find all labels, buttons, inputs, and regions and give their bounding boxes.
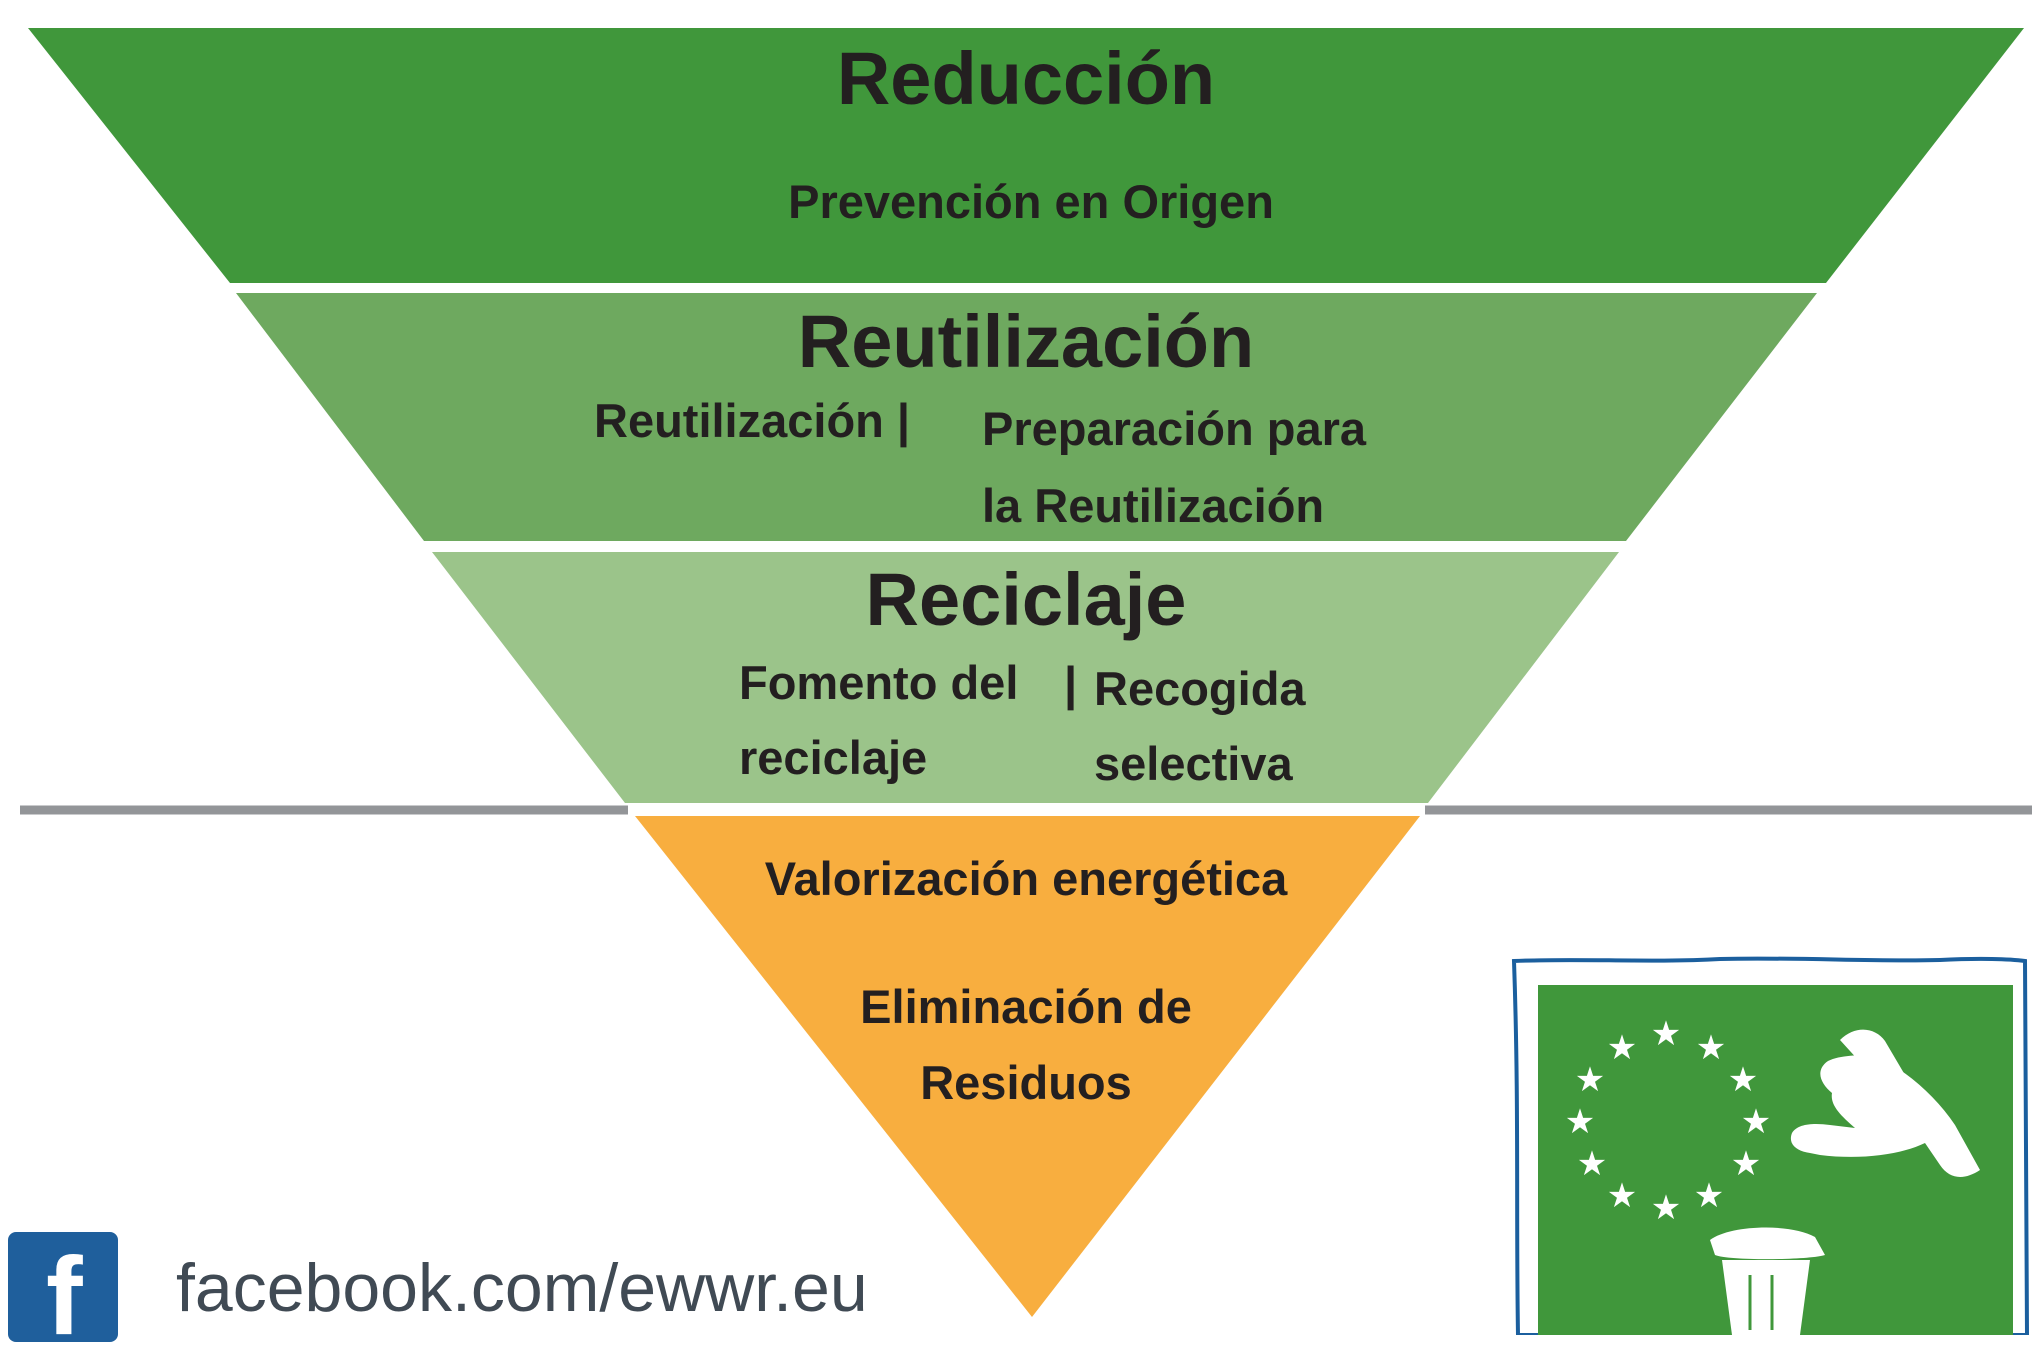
svg-text:★: ★ bbox=[1731, 1144, 1761, 1184]
tier-text-reutilizacion-right-1: Preparación para bbox=[982, 402, 1367, 455]
tier-valorizacion-band bbox=[635, 816, 1420, 1317]
svg-text:★: ★ bbox=[1607, 1028, 1637, 1068]
tier-title-reutilizacion: Reutilización bbox=[797, 300, 1255, 383]
bin bbox=[1710, 1227, 1825, 1335]
tier-text-eliminacion-1: Eliminación de bbox=[860, 980, 1192, 1033]
tier-reciclaje-band bbox=[432, 552, 1619, 803]
tier-text-reciclaje-right-1: Recogida bbox=[1094, 662, 1306, 715]
tier-text-reciclaje-left-1: Fomento del bbox=[739, 656, 1019, 709]
svg-text:★: ★ bbox=[1651, 1188, 1681, 1228]
tier-reduccion-band bbox=[28, 28, 2024, 283]
tier-text-reciclaje-left-2: reciclaje bbox=[739, 731, 928, 784]
facebook-url[interactable]: facebook.com/ewwr.eu bbox=[176, 1250, 868, 1326]
facebook-icon[interactable]: f bbox=[8, 1232, 118, 1352]
svg-text:★: ★ bbox=[1651, 1014, 1681, 1054]
svg-text:★: ★ bbox=[1728, 1060, 1758, 1100]
hand bbox=[1790, 1055, 1980, 1177]
hand-finger bbox=[1840, 1029, 1905, 1082]
tier-title-reciclaje: Reciclaje bbox=[865, 558, 1187, 641]
tier-reutilizacion-band bbox=[236, 293, 1817, 541]
tier-text-eliminacion-2: Residuos bbox=[920, 1056, 1132, 1109]
svg-text:★: ★ bbox=[1741, 1102, 1771, 1142]
tier-text-reciclaje-separator: | bbox=[1064, 657, 1078, 710]
svg-text:★: ★ bbox=[1577, 1144, 1607, 1184]
tier-text-reutilizacion-left: Reutilización | bbox=[594, 394, 911, 447]
tier-text-reutilizacion-right-2: la Reutilización bbox=[982, 479, 1325, 532]
ewwr-logo-icon: ★ ★ ★ ★ ★ ★ ★ ★ ★ ★ ★ ★ bbox=[1511, 956, 2030, 1335]
svg-text:★: ★ bbox=[1607, 1176, 1637, 1216]
waste-hierarchy-diagram bbox=[20, 28, 2032, 1317]
tier-title-reduccion: Reducción bbox=[836, 37, 1216, 120]
svg-text:★: ★ bbox=[1694, 1176, 1724, 1216]
eu-stars: ★ ★ ★ ★ ★ ★ ★ ★ ★ ★ ★ ★ bbox=[1565, 1014, 1771, 1228]
tier-text-valorizacion: Valorización energética bbox=[764, 852, 1288, 905]
svg-text:★: ★ bbox=[1696, 1028, 1726, 1068]
svg-text:★: ★ bbox=[1565, 1102, 1595, 1142]
tier-text-reciclaje-right-2: selectiva bbox=[1094, 737, 1293, 790]
svg-text:★: ★ bbox=[1575, 1060, 1605, 1100]
tier-subtitle-prevencion: Prevención en Origen bbox=[788, 175, 1274, 228]
facebook-f-glyph: f bbox=[46, 1235, 83, 1358]
